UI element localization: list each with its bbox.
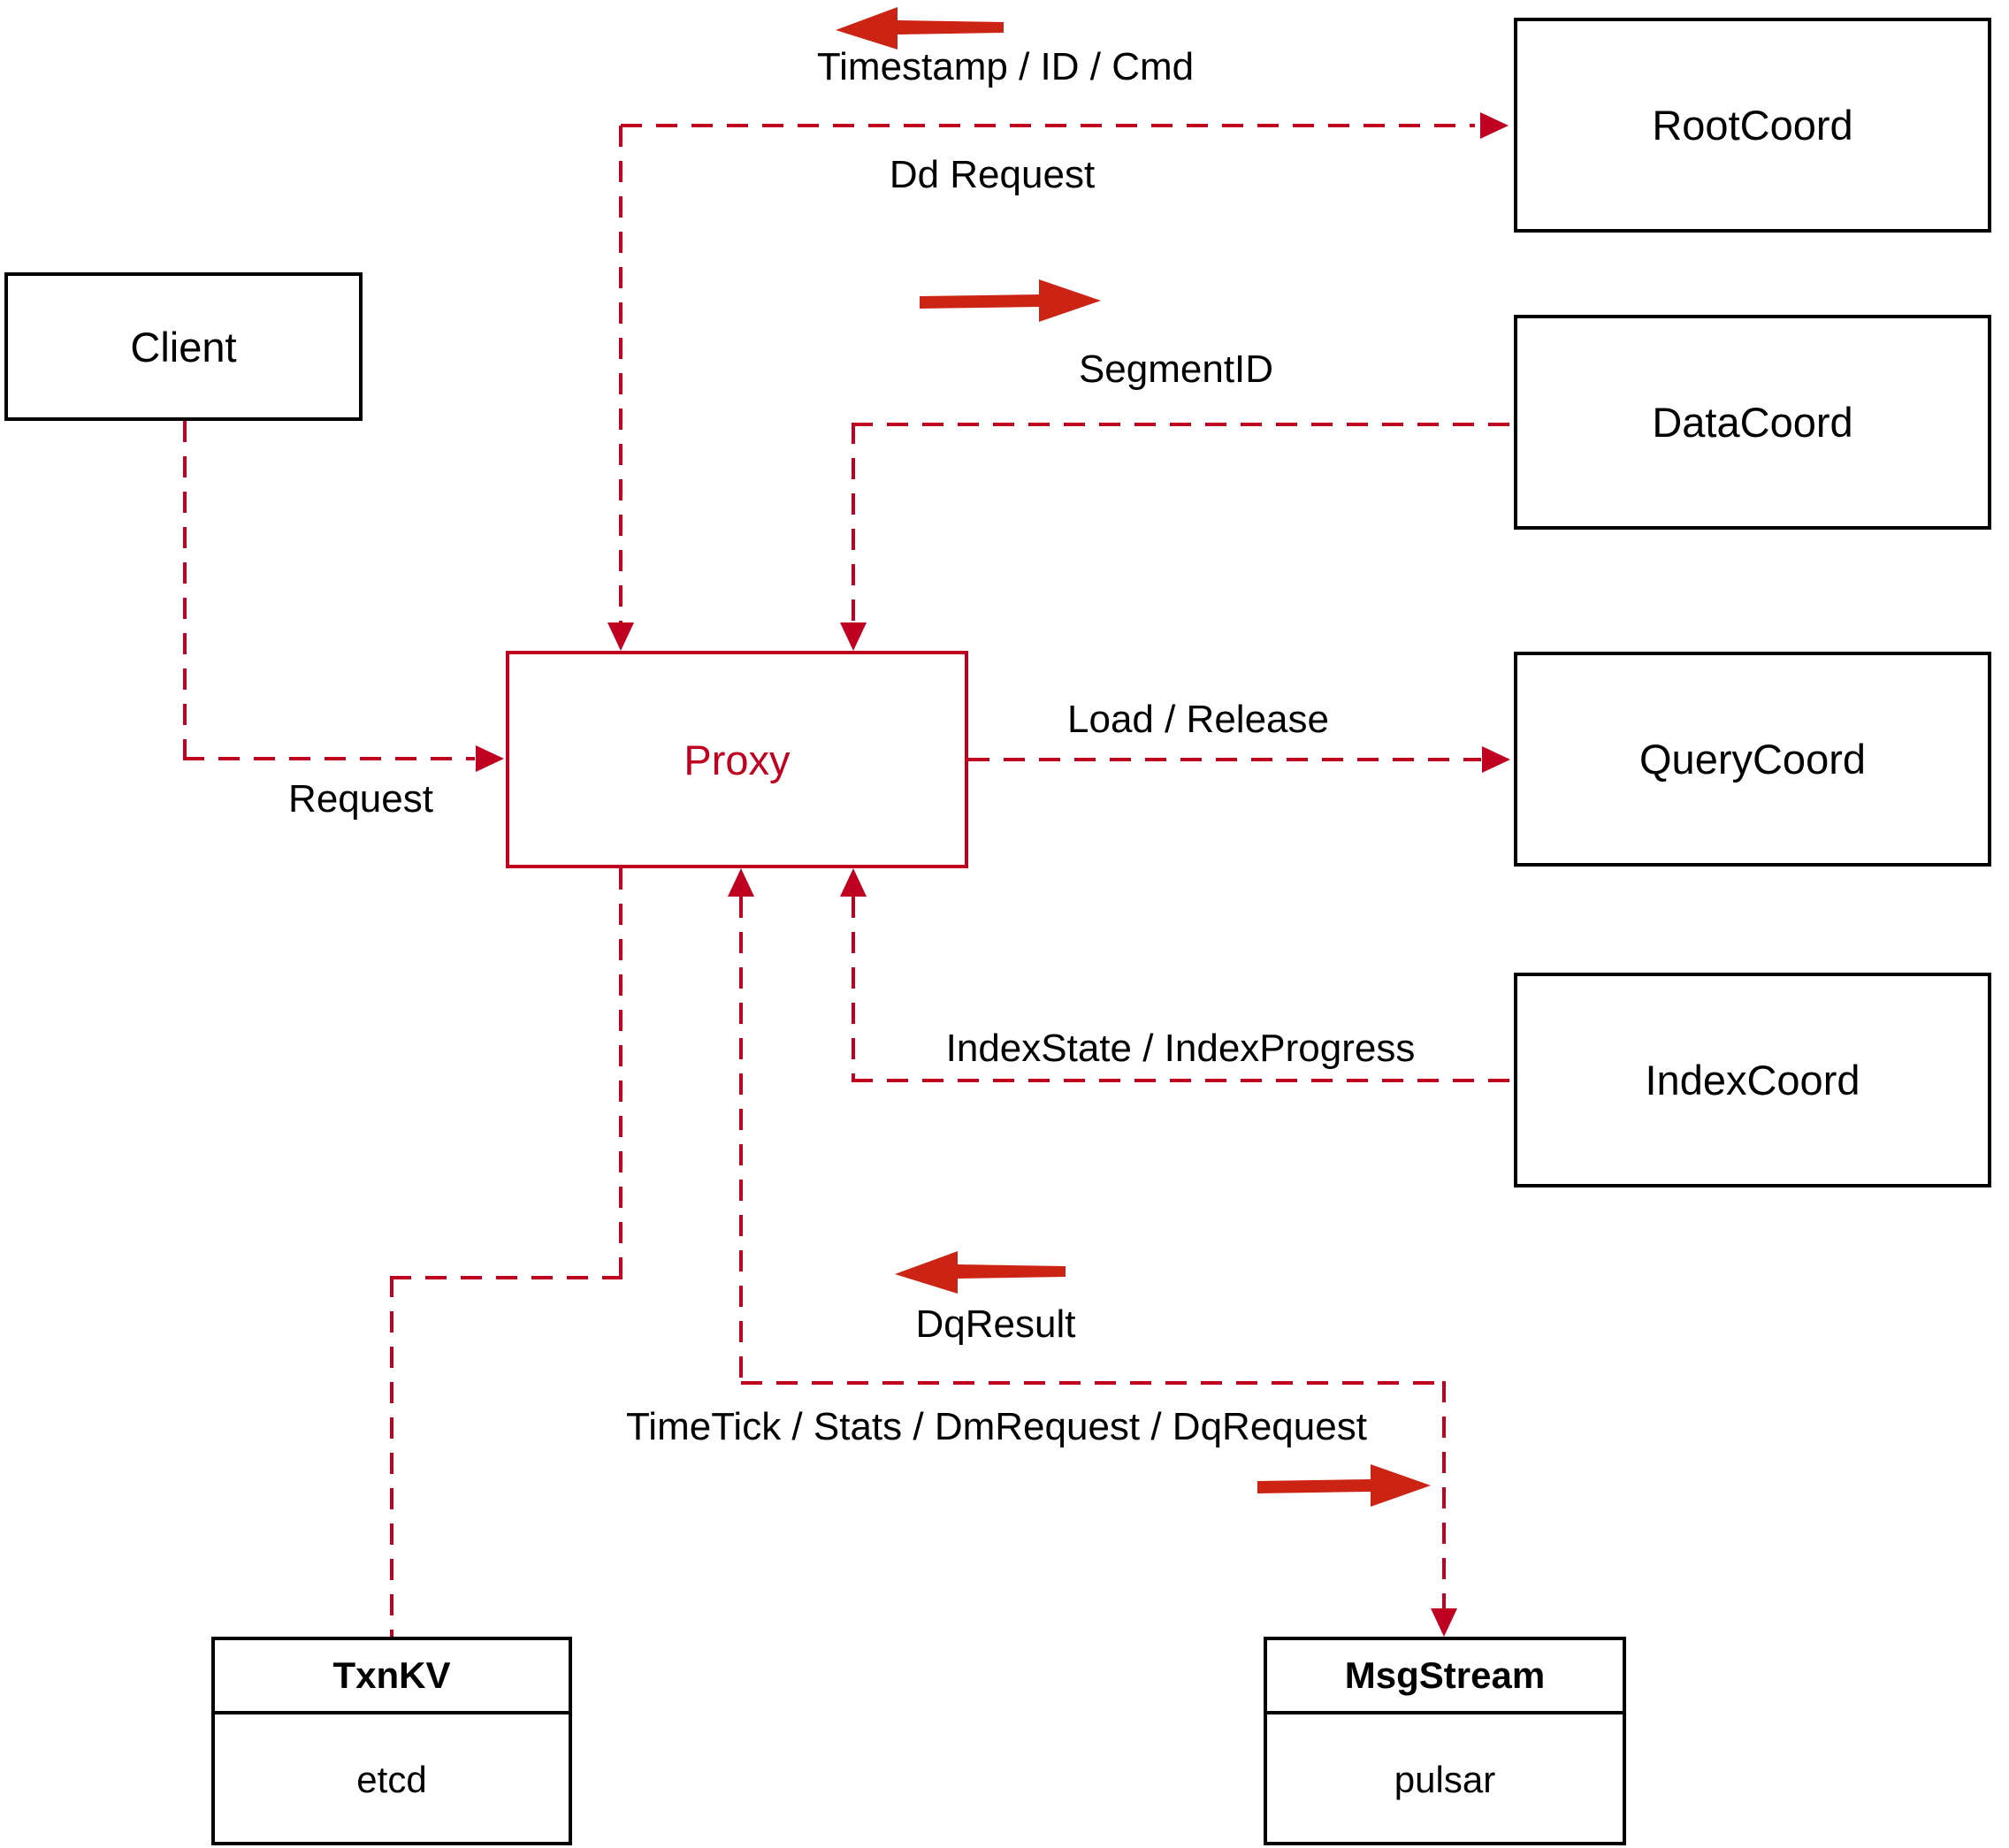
arrowhead-into-proxy-bottom-middle-icon: [728, 868, 754, 897]
node-msgstream-impl: pulsar: [1394, 1759, 1496, 1800]
edge-proxy-txnkv-vertical-lower: [390, 1276, 393, 1637]
edge-proxy-msgstream-horizontal: [741, 1381, 1444, 1385]
node-client-label: Client: [130, 323, 237, 370]
node-client: Client: [4, 272, 363, 421]
arrow-left-icon: [836, 7, 1004, 50]
edge-datacoord-proxy-vertical: [852, 423, 855, 622]
edge-label-segment-id: SegmentID: [1078, 347, 1274, 391]
edge-proxy-txnkv-horizontal: [390, 1276, 623, 1279]
node-datacoord: DataCoord: [1514, 315, 1991, 530]
node-datacoord-label: DataCoord: [1652, 399, 1853, 446]
node-rootcoord-label: RootCoord: [1652, 102, 1853, 149]
node-msgstream: MsgStream pulsar: [1264, 1637, 1626, 1845]
node-querycoord: QueryCoord: [1514, 652, 1991, 867]
edge-label-timestamp-id-cmd: Timestamp / ID / Cmd: [816, 45, 1195, 88]
arrowhead-into-proxy-bottom-right-icon: [840, 868, 867, 897]
edge-indexcoord-proxy-horizontal: [852, 1079, 1514, 1082]
edge-label-dd-request: Dd Request: [889, 153, 1096, 196]
node-querycoord-label: QueryCoord: [1639, 736, 1866, 783]
edge-proxy-txnkv-vertical-upper: [619, 868, 623, 1276]
node-indexcoord-label: IndexCoord: [1645, 1057, 1860, 1103]
node-rootcoord: RootCoord: [1514, 18, 1991, 233]
arrowhead-into-msgstream-icon: [1431, 1608, 1457, 1637]
edge-proxy-rootcoord-vertical: [619, 126, 623, 626]
arrowhead-into-proxy-top-right-icon: [840, 622, 867, 651]
arrowhead-into-proxy-top-left-icon: [607, 622, 634, 651]
arrowhead-into-querycoord-icon: [1482, 746, 1510, 773]
edge-msgstream-proxy-vertical-left: [739, 897, 743, 1383]
edge-proxy-msgstream-vertical-right: [1442, 1381, 1446, 1608]
edge-proxy-querycoord-horizontal: [968, 758, 1481, 761]
arrow-right-icon: [920, 279, 1101, 322]
node-txnkv: TxnKV etcd: [211, 1637, 572, 1845]
edge-label-index-state: IndexState / IndexProgress: [945, 1027, 1416, 1070]
node-proxy: Proxy: [506, 651, 968, 868]
arrow-left-icon: [895, 1251, 1066, 1294]
node-indexcoord: IndexCoord: [1514, 973, 1991, 1187]
edge-datacoord-proxy-horizontal: [852, 423, 1514, 426]
node-txnkv-impl: etcd: [356, 1759, 427, 1800]
node-msgstream-title: MsgStream: [1267, 1640, 1623, 1714]
edge-label-load-release: Load / Release: [1067, 698, 1329, 741]
edge-label-dq-result: DqResult: [915, 1302, 1076, 1346]
edge-indexcoord-proxy-vertical: [852, 897, 855, 1079]
arrow-right-icon: [1257, 1464, 1431, 1507]
node-proxy-label: Proxy: [684, 736, 791, 783]
edge-proxy-rootcoord-horizontal: [621, 124, 1475, 127]
node-txnkv-title: TxnKV: [215, 1640, 569, 1714]
edge-label-time-tick: TimeTick / Stats / DmRequest / DqRequest: [626, 1405, 1367, 1448]
edge-client-proxy-horizontal: [183, 757, 475, 760]
edge-client-proxy-vertical: [183, 421, 187, 759]
arrowhead-into-proxy-left-icon: [476, 745, 504, 772]
edge-label-request: Request: [288, 777, 433, 821]
arrowhead-into-rootcoord-icon: [1480, 112, 1509, 139]
